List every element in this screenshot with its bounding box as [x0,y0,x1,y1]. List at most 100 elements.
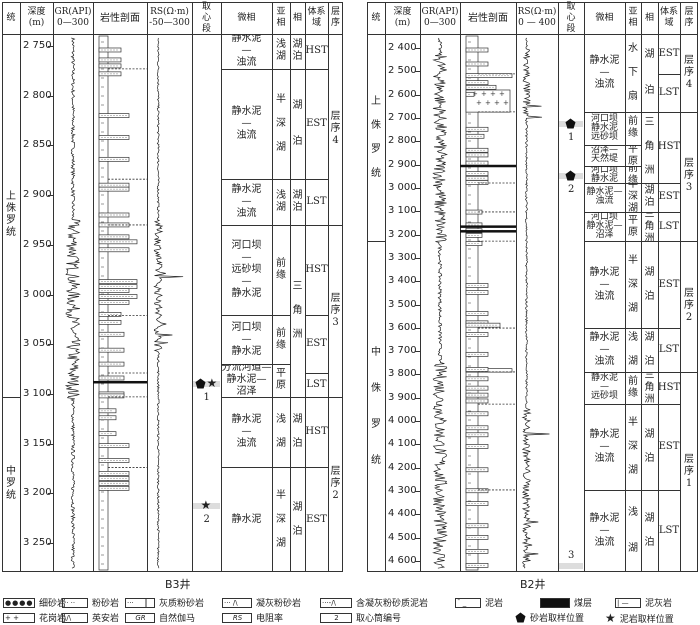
column-divider [558,2,559,572]
legend-mudstone: ¯ _泥岩 [455,596,503,609]
depth-tick-label: 2 800 [23,89,52,101]
core-interval-band [193,380,220,387]
legend-marl: | —泥灰岩 [615,596,672,609]
microfacies-cell: 静水泥 — 浊流 [589,54,620,90]
legend-fine-sandstone: ●●●●细砂岩 [3,596,66,609]
pentagon-icon [195,378,205,389]
header-tong: 统 [371,12,381,23]
header-microfacies: 微相 [237,12,256,23]
depth-tick [415,234,420,236]
star-icon: ★ [200,498,212,513]
column-divider [641,2,642,572]
legend-coal: 煤层 [540,596,592,609]
row-divider [272,224,290,226]
row-divider [680,241,698,243]
legend-granite: + +花岗岩 [3,611,66,624]
row-divider [221,467,272,469]
microfacies-cell: 静水泥 [231,513,262,525]
column-divider [328,2,329,572]
row-divider [658,489,680,491]
row-divider [2,396,20,398]
legend-siltstone: ·· ··粉砂岩 [62,596,119,609]
depth-tick-label: 3 150 [23,437,52,449]
depth-tick-label: 3 100 [388,205,417,217]
depth-tick [415,187,420,189]
depth-tick [48,344,53,346]
depth-tick [415,164,420,166]
legend-gr: GR 自然伽马 [125,611,195,624]
star-icon: ★ [605,611,616,625]
depth-tick-label: 2 500 [388,65,417,77]
header-facies: 相 [644,12,654,23]
microfacies-cell: 分流河道— 静水泥— 沼泽 [221,364,272,397]
core-number: 3 [568,550,575,561]
microfacies-cell: 河口坝 静水泥 远砂坝 [590,113,618,142]
row-divider [625,404,641,406]
subfacies-cell: 浅 湖 [276,414,286,450]
depth-tick-label: 4 200 [388,461,417,473]
depth-tick-label: 3 600 [388,321,417,333]
column-divider [192,2,193,572]
microfacies-cell: 河口坝 — 静水泥 [231,321,262,357]
row-divider [290,467,305,469]
legend-dacite: \/\英安岩 [62,611,119,624]
depth-tick [48,294,53,296]
subfacies-cell: 平 原 [628,145,638,166]
facies-cell: 湖 泊 [644,185,655,209]
column-divider [93,2,94,572]
header-microfacies: 微相 [595,12,614,23]
microfacies-cell: 静水泥 — 浊流 [589,512,620,548]
row-divider [221,396,272,398]
row-divider [584,371,625,373]
header-subfacies: 亚 相 [628,7,638,28]
core-number: 1 [203,391,210,403]
column-divider [516,2,517,572]
row-divider [367,241,385,243]
depth-tick-label: 3 700 [388,345,417,357]
header-rs: RS(Ω·m) -50—300 [149,7,190,28]
row-divider [290,68,305,70]
subfacies-cell: 半 深 湖 [628,254,638,314]
depth-tick [415,537,420,539]
row-divider [625,145,641,146]
row-divider [625,183,641,185]
legend-tuff-siltstone: ··· /\凝灰粉砂岩 [222,596,301,609]
header-rs: RS(Ω·m) 0 — 400 [517,7,557,28]
header-tong: 统 [6,12,16,23]
row-divider [272,179,290,181]
row-divider [272,315,290,317]
legend-label: 泥岩取样位置 [619,614,674,625]
depth-tick [48,393,53,395]
row-divider [658,328,680,330]
legend-gr-abbr: GR [125,612,155,623]
depth-tick-label: 2 800 [388,135,417,147]
facies-cell: 三 角 洲 [292,280,303,340]
depth-tick-label: 2 700 [388,111,417,123]
systems-tract-cell: HST [658,141,680,153]
core-interval-band [559,563,583,569]
well-panel [2,2,343,572]
depth-tick [415,561,420,563]
legend-label: 凝灰粉砂岩 [256,599,302,609]
column-divider [460,2,461,572]
subfacies-cell: 浅 湖 [628,506,638,554]
systems-tract-cell: LST [306,196,327,208]
header-subfacies: 亚 相 [276,7,286,28]
facies-cell: 湖 泊 [292,414,303,450]
depth-tick-label: 3 050 [23,338,52,350]
legend-label: 煤层 [574,599,593,609]
legend-label: 英安岩 [92,614,120,624]
depth-tick-label: 3 200 [388,228,417,240]
depth-tick-label: 3 100 [23,387,52,399]
legend-tuff-silty-mudstone: ···-/\含凝灰粉砂质泥岩 [320,596,428,609]
depth-tick [415,444,420,446]
facies-cell: 湖 泊 [644,331,655,367]
row-divider [272,396,290,398]
legend-label: 自然伽马 [159,614,196,624]
legend-label: 细砂岩 [39,599,67,609]
well-name: B3井 [165,578,191,591]
depth-tick [415,421,420,423]
systems-tract-cell: HST [305,264,328,276]
subfacies-cell: 半 深 湖 [628,183,638,212]
column-divider [658,2,659,572]
